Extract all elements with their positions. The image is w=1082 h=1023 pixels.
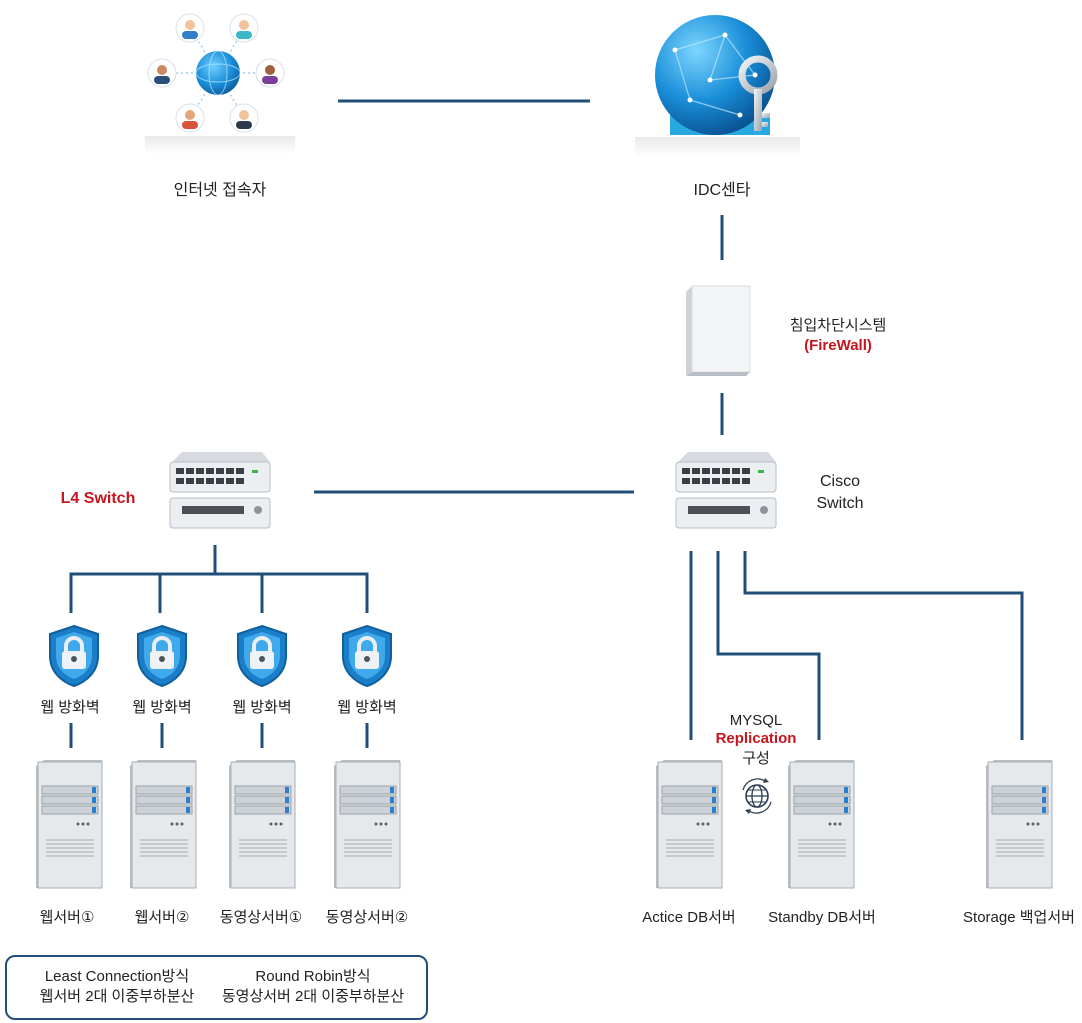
storage-server-icon — [986, 760, 1053, 889]
web-firewall-label-1: 웹 방화벽 — [40, 699, 100, 716]
server-icon — [130, 760, 197, 889]
internet-users-label: 인터넷 접속자 — [173, 182, 267, 199]
l4-switch-icon — [169, 452, 271, 529]
replication-label-3: 구성 — [742, 750, 770, 767]
wire-cisco-storage — [743, 551, 1024, 740]
storage-label: Storage 백업서버 — [963, 909, 1075, 926]
legend-right-line2: 동영상서버 2대 이중부하분산 — [221, 988, 405, 1005]
replication-label-1: MYSQL — [729, 712, 783, 729]
standby-db-label: Standby DB서버 — [768, 909, 876, 926]
cisco-switch-icon — [675, 452, 777, 529]
server-icon — [334, 760, 401, 889]
wire-l4-fw1 — [69, 545, 217, 613]
web-firewall-label-3: 웹 방화벽 — [232, 699, 292, 716]
replication-sync-icon — [742, 778, 772, 814]
shield-lock-icon — [137, 624, 187, 688]
active-db-server-icon — [656, 760, 723, 889]
wire-cisco-standby-db — [716, 551, 821, 740]
web-server-label-1: 웹서버① — [39, 909, 95, 926]
legend-least-connection: Least Connection방식 웹서버 2대 이중부하분산 — [27, 967, 207, 1007]
web-firewall-label-2: 웹 방화벽 — [132, 699, 192, 716]
shield-lock-icon — [49, 624, 99, 688]
idc-globe-icon — [635, 15, 800, 157]
firewall-title-label: 침입차단시스템 — [789, 317, 887, 334]
server-icon — [36, 760, 103, 889]
server-icon — [229, 760, 296, 889]
l4-switch-label: L4 Switch — [60, 490, 136, 507]
legend-round-robin: Round Robin방식 동영상서버 2대 이중부하분산 — [213, 967, 413, 1007]
idc-center-label: IDC센타 — [693, 182, 751, 199]
legend-left-line2: 웹서버 2대 이중부하분산 — [39, 988, 195, 1005]
load-balancing-legend: Least Connection방식 웹서버 2대 이중부하분산 Round R… — [5, 955, 428, 1020]
video-server-label-1: 동영상서버① — [219, 909, 303, 926]
web-firewall-label-4: 웹 방화벽 — [337, 699, 397, 716]
cisco-switch-label-1: Cisco — [819, 473, 861, 490]
internet-users-icon — [145, 13, 295, 154]
standby-db-server-icon — [788, 760, 855, 889]
cisco-switch-label-2: Switch — [816, 495, 864, 512]
active-db-label: Actice DB서버 — [642, 909, 736, 926]
legend-right-line1: Round Robin방식 — [255, 968, 371, 985]
firewall-device-icon — [686, 285, 751, 376]
video-server-label-2: 동영상서버② — [325, 909, 409, 926]
legend-left-line1: Least Connection방식 — [44, 968, 190, 985]
shield-lock-icon — [342, 624, 392, 688]
wire-l4-fw4 — [215, 572, 369, 613]
firewall-sub-label: (FireWall) — [804, 337, 872, 354]
web-server-label-2: 웹서버② — [134, 909, 190, 926]
shield-lock-icon — [237, 624, 287, 688]
replication-label-2: Replication — [715, 730, 797, 747]
